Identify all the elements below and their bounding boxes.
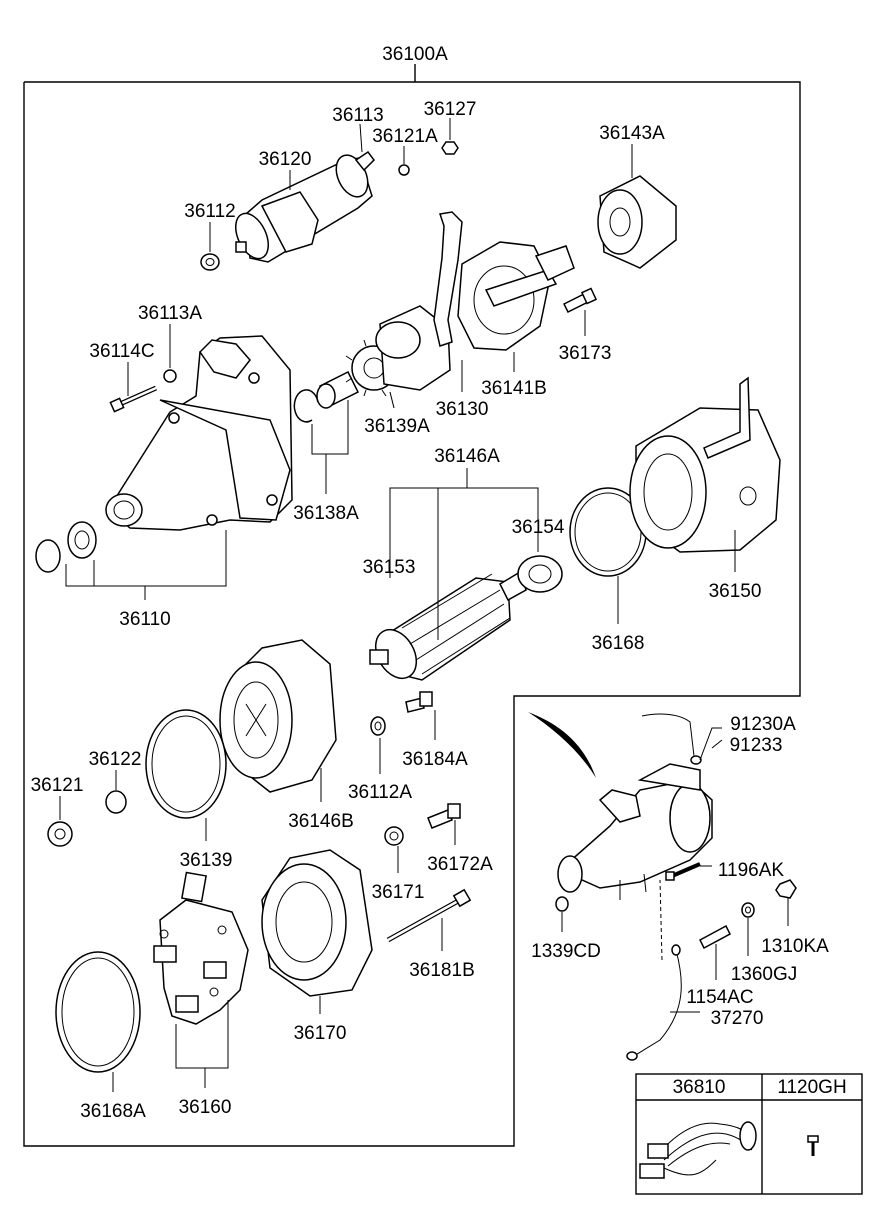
part-label-36114c: 36114C xyxy=(89,341,154,362)
nut-36112a xyxy=(370,716,386,736)
part-label-36110: 36110 xyxy=(119,609,170,630)
clutch-36130 xyxy=(375,305,451,391)
bearing-36154 xyxy=(517,555,563,593)
thru-bolt-36181b xyxy=(386,888,472,943)
screw-1120gh xyxy=(807,1135,819,1156)
rear-housing-36146b xyxy=(219,639,337,793)
part-label-36138a: 36138A xyxy=(293,503,359,524)
part-label-1310ka: 1310KA xyxy=(761,936,829,957)
part-label-36112: 36112 xyxy=(184,201,235,222)
part-label-36172a: 36172A xyxy=(427,854,493,875)
part-label-36120: 36120 xyxy=(259,149,312,170)
part-label-37270: 37270 xyxy=(711,1008,764,1029)
part-label-36168: 36168 xyxy=(592,633,645,654)
part-label-36173: 36173 xyxy=(559,343,612,364)
part-label-36150: 36150 xyxy=(709,581,762,602)
part-label-1196ak: 1196AK xyxy=(718,860,785,881)
assembly-label: 36100A xyxy=(382,44,448,65)
brush-holder-36160 xyxy=(153,871,249,1025)
part-label-36168a: 36168A xyxy=(80,1101,146,1122)
part-label-1360gj: 1360GJ xyxy=(731,964,798,985)
part-label-36112a: 36112A xyxy=(348,782,412,803)
part-label-36146a: 36146A xyxy=(434,446,500,467)
part-label-36184a: 36184A xyxy=(402,749,468,770)
bushing-36110 xyxy=(35,521,97,573)
part-label-36143a: 36143A xyxy=(599,123,665,144)
part-label-36121a: 36121A xyxy=(372,126,438,147)
part-label-36171: 36171 xyxy=(372,882,425,903)
part-label-36139: 36139 xyxy=(180,850,233,871)
yoke-36150 xyxy=(629,376,781,553)
part-label-1154ac: 1154AC xyxy=(686,987,753,1008)
washer-36121 xyxy=(47,821,73,847)
bearing-36143a xyxy=(597,175,677,269)
part-label-36160: 36160 xyxy=(179,1097,232,1118)
bolt-36184a xyxy=(405,691,433,713)
washer-36122 xyxy=(105,790,127,814)
wiring-harness-36810 xyxy=(639,1121,757,1179)
table-header-screw: 1120GH xyxy=(777,1077,846,1098)
part-label-36130: 36130 xyxy=(436,399,489,420)
washer-36171 xyxy=(384,826,404,846)
washer-36112 xyxy=(200,253,220,271)
bracket-plate-36141b xyxy=(457,241,575,351)
part-labels: 36113 36127 36121A 36143A 36120 36112 36113A 36… xyxy=(31,99,762,1122)
part-label-36127: 36127 xyxy=(424,99,477,120)
shift-lever xyxy=(433,211,463,347)
part-label-36153: 36153 xyxy=(363,557,416,578)
o-ring-36168a xyxy=(55,951,141,1073)
snap-ring-36138a xyxy=(293,389,319,423)
part-label-36146b: 36146B xyxy=(288,811,354,832)
part-label-36139a: 36139A xyxy=(364,416,430,437)
front-housing-illustration xyxy=(105,335,293,531)
part-label-36122: 36122 xyxy=(89,749,142,770)
part-label-36181b: 36181B xyxy=(409,960,475,981)
sleeve-36138a xyxy=(316,370,360,409)
part-label-1339cd: 1339CD xyxy=(531,941,601,962)
assembled-starter-inset xyxy=(528,712,797,1061)
part-label-36170: 36170 xyxy=(294,1023,347,1044)
nut-36121a xyxy=(398,164,410,176)
part-label-36113a: 36113A xyxy=(138,303,202,324)
bolt-36172a xyxy=(427,803,461,829)
end-cover-36170 xyxy=(261,849,373,997)
part-label-36121: 36121 xyxy=(31,775,84,796)
parts-table xyxy=(635,1073,863,1195)
armature-36153 xyxy=(369,570,527,681)
nut-36113a xyxy=(163,369,177,383)
assembly-frame xyxy=(23,64,801,1147)
gasket-36139 xyxy=(145,709,227,819)
part-label-36141b: 36141B xyxy=(481,378,547,399)
part-label-36113: 36113 xyxy=(332,105,383,126)
nut-36127 xyxy=(441,141,459,155)
bolt-36114c xyxy=(109,385,158,413)
part-label-36154: 36154 xyxy=(512,517,565,538)
part-label-91230a: 91230A xyxy=(730,714,796,735)
part-label-91233: 91233 xyxy=(730,735,783,756)
bolt-36173 xyxy=(562,287,598,314)
o-ring-36168 xyxy=(569,487,647,577)
table-header-harness: 36810 xyxy=(673,1077,726,1098)
solenoid-switch-illustration xyxy=(235,150,375,263)
